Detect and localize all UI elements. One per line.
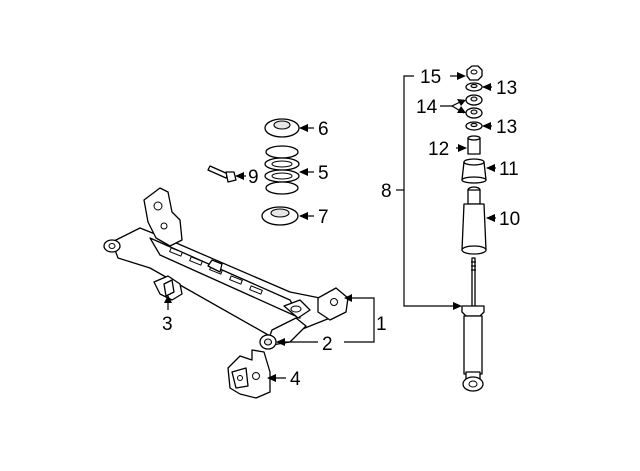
shock-absorber (461, 257, 485, 392)
callout-1: 1 (376, 314, 387, 335)
small-bracket (153, 275, 183, 301)
bushing (259, 334, 277, 350)
bump-stop (461, 158, 487, 184)
callout-5: 5 (318, 163, 329, 184)
nut (466, 65, 483, 81)
callout-2: 2 (322, 334, 333, 355)
callout-13-lower: 13 (496, 117, 517, 138)
callout-13-upper: 13 (496, 78, 517, 99)
callout-11: 11 (499, 159, 519, 180)
sleeve (467, 135, 481, 155)
callout-12: 12 (428, 139, 449, 160)
callout-9: 9 (248, 167, 259, 188)
callout-15: 15 (420, 67, 441, 88)
axle-beam (103, 187, 349, 347)
insulators (465, 94, 483, 119)
callout-6: 6 (318, 119, 329, 140)
leader-lines (164, 72, 496, 382)
callout-8: 8 (381, 181, 392, 202)
dust-boot (461, 186, 487, 255)
coil-spring (264, 145, 300, 195)
bolt (207, 165, 237, 183)
washers (465, 82, 483, 131)
upper-spring-seat (264, 118, 300, 138)
callout-3: 3 (162, 314, 173, 335)
callout-7: 7 (318, 207, 329, 228)
callout-4: 4 (290, 369, 301, 390)
callout-10: 10 (499, 209, 520, 230)
lower-spring-seat (261, 206, 299, 226)
mounting-bracket (227, 349, 271, 399)
callout-14: 14 (416, 97, 438, 118)
